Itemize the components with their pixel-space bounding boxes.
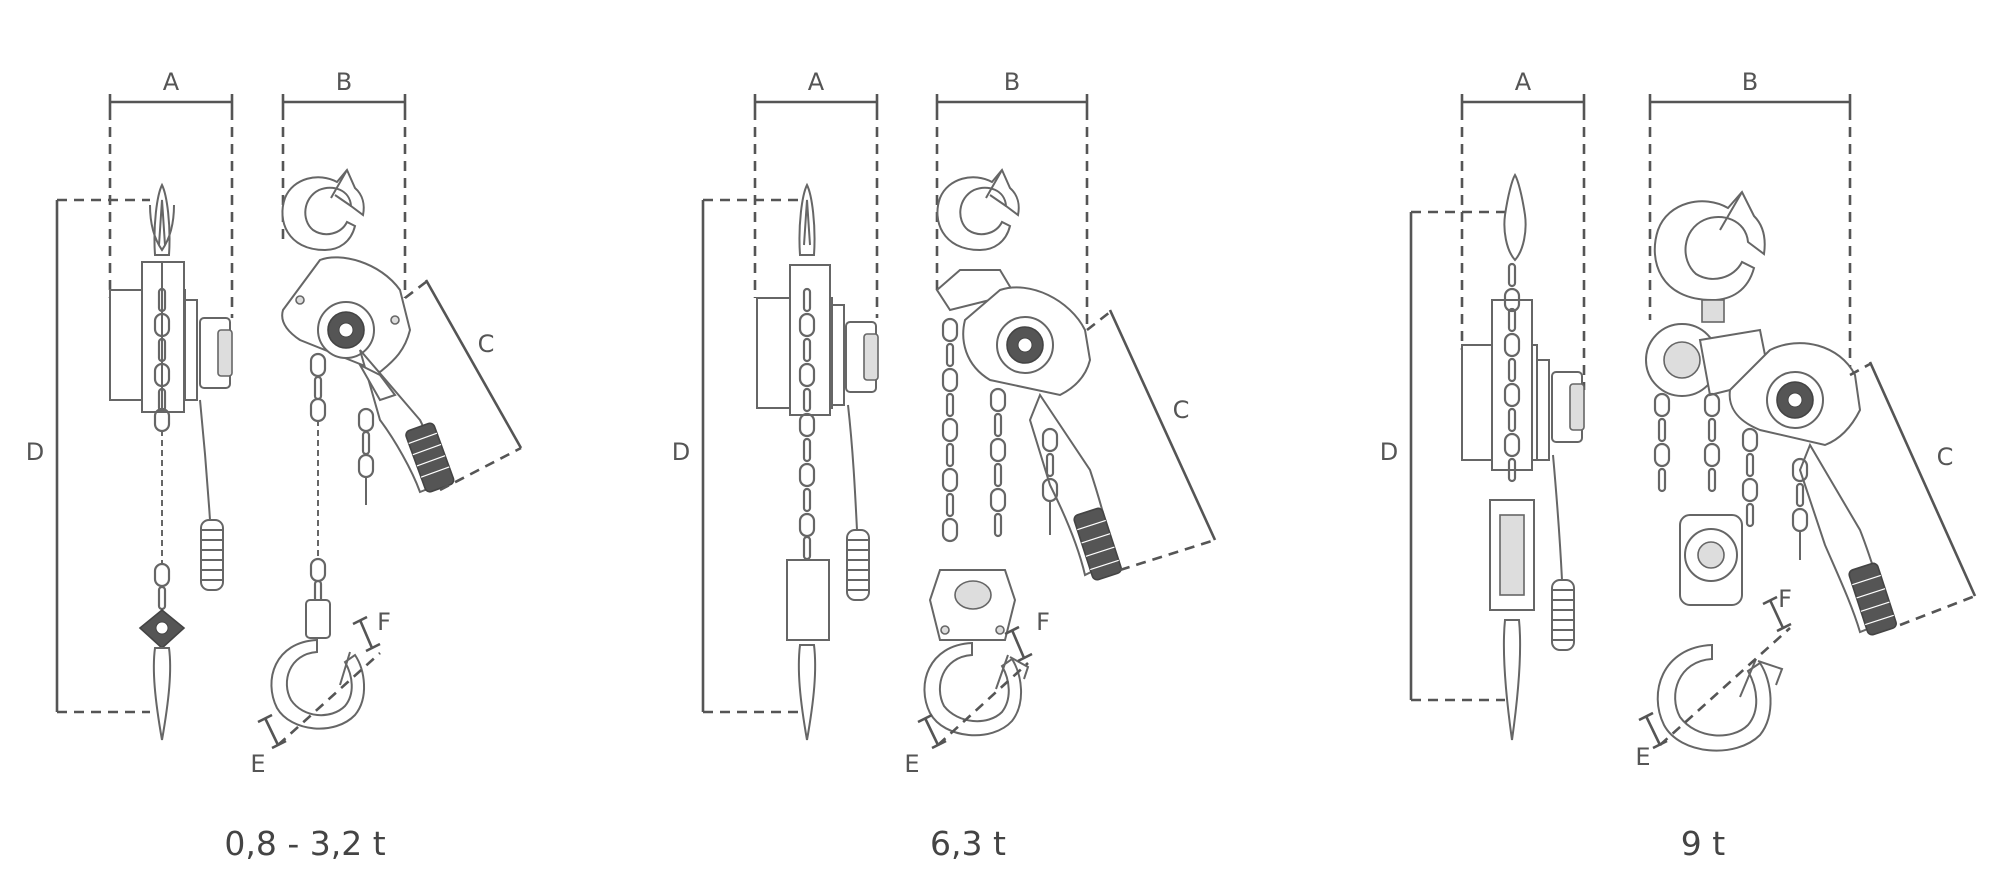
- dim-label-c: C: [1173, 396, 1190, 424]
- variant-3: A B D: [1380, 68, 1977, 863]
- dim-label-c: C: [478, 330, 495, 358]
- caption-variant-3: 9 t: [1681, 824, 1725, 863]
- dim-label-a: A: [808, 68, 825, 96]
- dim-label-a: A: [163, 68, 180, 96]
- dim-label-d: D: [26, 438, 44, 466]
- caption-variant-2: 6,3 t: [930, 824, 1006, 863]
- dim-label-b: B: [1004, 68, 1020, 96]
- side-view-hoist: [756, 184, 879, 741]
- dim-label-d: D: [1380, 438, 1398, 466]
- dim-label-f: F: [1036, 608, 1050, 636]
- variant-2: A B D: [672, 68, 1217, 863]
- front-view-hoist: [923, 169, 1122, 737]
- dim-label-b: B: [336, 68, 352, 96]
- side-view-hoist: [109, 184, 233, 741]
- dim-label-d: D: [672, 438, 690, 466]
- variant-1: A B D: [26, 68, 523, 863]
- dim-label-e: E: [250, 750, 265, 778]
- dim-label-b: B: [1742, 68, 1758, 96]
- dim-label-f: F: [1778, 585, 1792, 613]
- dim-label-f: F: [377, 608, 391, 636]
- front-view-hoist: [1645, 190, 1897, 752]
- dim-label-c: C: [1937, 443, 1954, 471]
- dim-label-a: A: [1515, 68, 1532, 96]
- front-view-hoist: [270, 169, 455, 730]
- dim-label-e: E: [1635, 743, 1650, 771]
- caption-variant-1: 0,8 - 3,2 t: [224, 824, 385, 863]
- dim-label-e: E: [904, 750, 919, 778]
- side-view-hoist: [1461, 173, 1585, 741]
